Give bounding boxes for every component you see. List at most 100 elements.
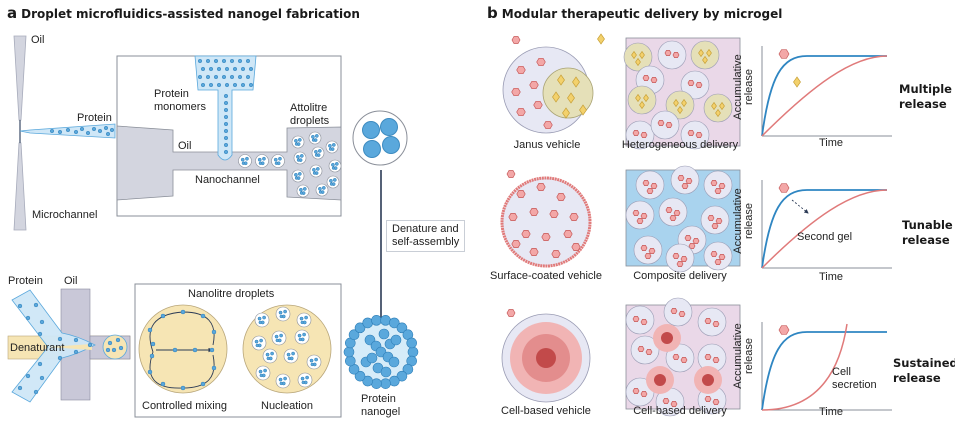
protein-dot bbox=[297, 172, 302, 176]
droplet bbox=[283, 348, 299, 364]
drug-hexagon bbox=[529, 248, 539, 256]
protein-dot bbox=[73, 337, 79, 343]
drug-hexagon bbox=[533, 100, 543, 110]
drug-hexagon bbox=[680, 256, 688, 262]
drug-hexagon bbox=[642, 75, 650, 81]
protein-dot bbox=[294, 172, 298, 177]
release-curve-fast bbox=[761, 189, 887, 269]
protein-nanogel-label: Protein nanogel bbox=[361, 393, 400, 419]
protein-dot bbox=[111, 347, 117, 353]
protein-dot bbox=[334, 162, 339, 166]
nanogel-bead bbox=[371, 378, 382, 389]
drug-hexagon bbox=[695, 132, 703, 138]
nanogel-bead bbox=[348, 329, 360, 340]
droplet bbox=[297, 372, 313, 388]
drug-hexagon bbox=[516, 65, 526, 75]
drug-hexagon bbox=[710, 180, 718, 186]
protein-dot bbox=[312, 171, 317, 175]
protein-dot bbox=[57, 129, 63, 135]
nanogel-bead bbox=[380, 315, 391, 326]
protein-dot bbox=[310, 362, 314, 367]
composite-delivery-label: Composite delivery bbox=[633, 270, 727, 282]
drug-hexagon bbox=[704, 396, 712, 402]
drug-diamond bbox=[698, 48, 704, 58]
plot3-xlabel: Time bbox=[819, 406, 844, 418]
protein-dot bbox=[37, 361, 43, 367]
protein-dot bbox=[221, 74, 227, 80]
nanogel-label-line2: nanogel bbox=[361, 406, 401, 418]
drug-hexagon bbox=[650, 77, 658, 83]
drug-hexagon bbox=[536, 57, 546, 67]
cell-cluster-core bbox=[536, 348, 556, 368]
protein-dot bbox=[49, 128, 55, 134]
drug-hexagon bbox=[636, 218, 644, 224]
drug-diamond bbox=[681, 98, 687, 108]
drug-hexagon bbox=[511, 240, 521, 248]
multiple-release-label: Multiple release bbox=[899, 82, 952, 112]
protein-dot bbox=[329, 178, 333, 183]
protein-dot bbox=[287, 356, 291, 361]
protein-dot bbox=[314, 153, 319, 157]
drug-diamond bbox=[793, 76, 801, 88]
drug-diamond bbox=[631, 50, 637, 60]
drug-hexagon bbox=[506, 170, 516, 178]
drug-hexagon bbox=[695, 82, 703, 88]
bottom-protein-label: Protein bbox=[8, 275, 43, 287]
drug-diamond bbox=[677, 105, 683, 115]
protein-dot bbox=[262, 315, 266, 320]
protein-dot bbox=[286, 352, 291, 357]
droplet bbox=[251, 335, 267, 351]
protein-dot bbox=[223, 135, 229, 141]
protein-dot bbox=[299, 154, 304, 158]
sustained-release-label: Sustained release bbox=[893, 356, 955, 386]
protein-dot bbox=[197, 74, 203, 80]
droplet bbox=[296, 312, 312, 328]
tunable-release-label: Tunable release bbox=[902, 218, 953, 248]
protein-dot bbox=[283, 309, 287, 314]
protein-dot bbox=[278, 310, 283, 315]
drug-hexagon bbox=[521, 230, 531, 238]
drug-hexagon bbox=[681, 183, 689, 189]
protein-dot bbox=[245, 74, 251, 80]
drug-hexagon bbox=[710, 251, 718, 257]
drug-hexagon bbox=[662, 398, 670, 404]
protein-dot bbox=[180, 385, 186, 391]
mixing-flow-paths bbox=[147, 309, 217, 391]
cell-spheroid-core bbox=[702, 374, 714, 386]
protein-dot bbox=[224, 66, 230, 72]
plot1-xlabel: Time bbox=[819, 137, 844, 149]
protein-dot bbox=[279, 333, 283, 338]
drug-hexagon bbox=[712, 357, 720, 363]
protein-dot bbox=[208, 66, 214, 72]
protein-dot bbox=[312, 167, 316, 172]
panel-b-title-text: Modular therapeutic delivery by microgel bbox=[501, 7, 783, 21]
microgel-bead bbox=[625, 200, 655, 230]
monomer-dots bbox=[197, 58, 254, 155]
second-gel-annotation: Second gel bbox=[797, 231, 853, 243]
nanogel-bead bbox=[406, 337, 418, 349]
heterogeneous-delivery-label: Heterogeneous delivery bbox=[621, 139, 739, 151]
droplet bbox=[271, 330, 287, 346]
protein-dot bbox=[147, 327, 153, 333]
protein-dot bbox=[258, 320, 262, 325]
drug-hexagon bbox=[665, 122, 673, 128]
drug-hexagon bbox=[556, 193, 566, 201]
droplet bbox=[308, 131, 322, 145]
flow-focusing-device bbox=[7, 288, 131, 403]
nanogel-bead bbox=[388, 356, 400, 368]
nanogel-bead bbox=[396, 370, 408, 382]
drug-hexagon bbox=[529, 80, 539, 90]
protein-dot bbox=[240, 66, 246, 72]
microgel-bead bbox=[635, 170, 665, 200]
drug-hexagon bbox=[650, 183, 658, 189]
microgel-bead bbox=[625, 120, 655, 150]
protein-dot bbox=[205, 58, 211, 64]
drug-hexagon bbox=[640, 213, 648, 219]
protein-dot bbox=[109, 127, 115, 133]
droplet bbox=[254, 312, 270, 328]
drug-diamond bbox=[702, 55, 708, 65]
protein-dot bbox=[160, 381, 166, 387]
drug-hexagon bbox=[673, 210, 681, 216]
drug-hexagon bbox=[670, 401, 678, 407]
